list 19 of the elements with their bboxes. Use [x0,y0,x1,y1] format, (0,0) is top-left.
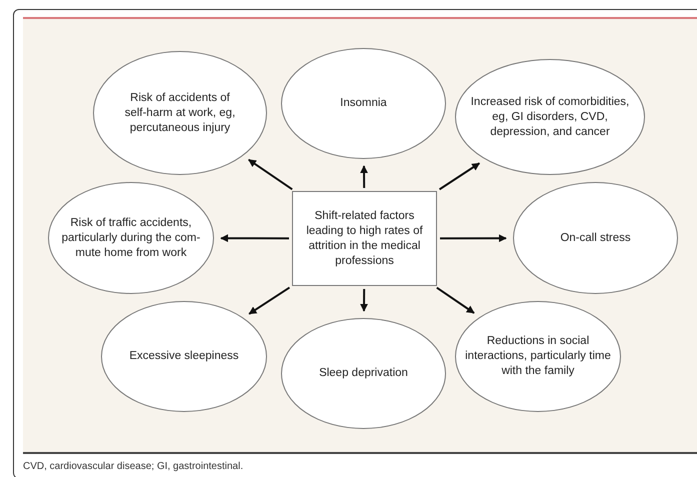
arrow [436,286,475,314]
node-text: Reductions in social interactions, particularly time with the family [464,334,612,379]
caption: CVD, cardiovascular disease; GI, gastrointestinal. [23,460,244,474]
node-text: Excessive sleepiness [128,349,240,364]
node-text: Increased risk of comorbidities, eg, GI disorders, CVD, depression, and cancer [470,94,630,140]
node-text: Insomnia [339,96,388,111]
node-text: Sleep deprivation [318,366,409,381]
central-box [292,191,437,286]
arrow [438,162,480,190]
arrow [440,234,507,242]
node-text: Shift-related factors leading to high rates of attrition in the medical professions [305,208,424,268]
node-text: Risk of accidents of self-harm at work, eg, percutaneous injury [124,90,236,136]
arrow [248,286,290,315]
node-text: On-call stress [559,230,632,246]
arrow [248,158,293,190]
node-text: Risk of traffic accidents, particularly during the com-mute home from work [61,216,201,260]
arrow [220,234,289,242]
arrow [360,165,368,188]
arrow [360,289,368,312]
